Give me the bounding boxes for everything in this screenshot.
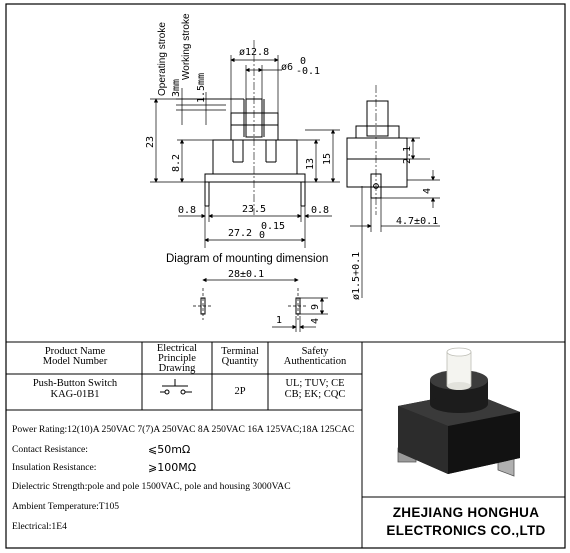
dim-m4: 4: [310, 318, 321, 324]
company-name-line1: ZHEJIANG HONGHUA: [392, 505, 540, 520]
header-product-line1: Product Name: [44, 346, 106, 357]
dim-m9: 9: [310, 304, 321, 310]
dim-w0-8-left: 0.8: [178, 205, 196, 216]
insulation-resistance-label: Insulation Resistance:: [12, 462, 97, 473]
dielectric-strength-text: Dielectric Strength:pole and pole 1500VA…: [12, 481, 291, 492]
terminal-quantity-value: 2P: [234, 386, 246, 397]
header-product: Product Name Model Number: [8, 346, 142, 367]
power-rating-text: Power Rating:12(10)A 250VAC 7(7)A 250VAC…: [12, 424, 355, 435]
electrical-life-text: Electrical:1E4: [12, 521, 67, 532]
ambient-temperature-text: Ambient Temperature:T105: [12, 501, 120, 512]
header-electrical: Electrical Principle Drawing: [142, 343, 212, 374]
header-terminal: Terminal Quantity: [212, 346, 268, 367]
dim-w27-2-tol-lower: 0: [259, 230, 265, 241]
mounting-dimension-title: Diagram of mounting dimension: [166, 253, 328, 265]
header-terminal-line2: Quantity: [221, 356, 259, 367]
mounting-diagram: [193, 277, 328, 332]
header-product-line2: Model Number: [42, 356, 108, 367]
safety-authentication-cell: UL; TUV; CE CB; EK; CQC: [268, 378, 362, 400]
contact-resistance-value: ⩽50mΩ: [148, 443, 191, 456]
spec-table-grid: [6, 341, 565, 548]
sheet-border: [5, 3, 566, 549]
dim-h15: 15: [322, 153, 333, 165]
dim-d6: ø6: [281, 62, 293, 73]
label-working-stroke: Working stroke: [181, 13, 192, 80]
insulation-resistance-value: ⩾100MΩ: [148, 461, 197, 474]
side-view-drawing: [346, 85, 408, 215]
company-name-line2: ELECTRONICS CO.,LTD: [386, 523, 546, 538]
safety-line1: UL; TUV; CE: [285, 378, 345, 389]
header-electrical-line1: Electrical: [156, 343, 198, 354]
dim-d6-tol-lower: -0.1: [296, 66, 320, 77]
model-number-value: KAG-01B1: [50, 389, 100, 400]
dim-h8-2: 8.2: [171, 154, 182, 172]
dim-s4-7: 4.7±0.1: [396, 216, 438, 227]
front-view-dimension-lines: [150, 55, 340, 248]
dim-d12-8: ø12.8: [239, 47, 269, 58]
dim-s2-1: 2.1: [402, 146, 413, 164]
dim-w27-2: 27.2: [228, 228, 252, 239]
dim-op-3mm: 3mm: [171, 79, 182, 97]
header-safety-line1: Safety: [301, 346, 329, 357]
header-electrical-line2: Principle: [158, 353, 196, 364]
side-view-dimension-lines: [350, 137, 440, 298]
header-safety-line2: Authentication: [283, 356, 347, 367]
dim-h13: 13: [305, 158, 316, 170]
dim-w23-5: 23.5: [242, 204, 266, 215]
label-operating-stroke: Operating stroke: [157, 22, 168, 96]
dim-d6-tol-upper: 0: [300, 56, 306, 67]
dim-w0-8-right: 0.8: [311, 205, 329, 216]
product-name-cell: Push-Button Switch KAG-01B1: [8, 378, 142, 400]
header-electrical-line3: Drawing: [158, 363, 196, 374]
dim-h23: 23: [145, 136, 156, 148]
header-terminal-line1: Terminal: [221, 346, 259, 357]
dim-w27-2-tol-upper: 0.15: [261, 221, 285, 232]
product-name-value: Push-Button Switch: [32, 378, 118, 389]
product-photo-illustration: [397, 347, 520, 477]
dim-work-1-5mm: 1.5mm: [196, 73, 207, 103]
dim-m1: 1: [276, 315, 282, 326]
dim-s1-5: ø1.5+0.1: [351, 252, 362, 300]
dim-m28: 28±0.1: [228, 269, 264, 280]
safety-line2: CB; EK; CQC: [284, 389, 346, 400]
header-safety: Safety Authentication: [268, 346, 362, 367]
contact-resistance-label: Contact Resistance:: [12, 444, 88, 455]
dim-s4: 4: [422, 188, 433, 194]
switch-schematic-icon: [160, 379, 192, 395]
